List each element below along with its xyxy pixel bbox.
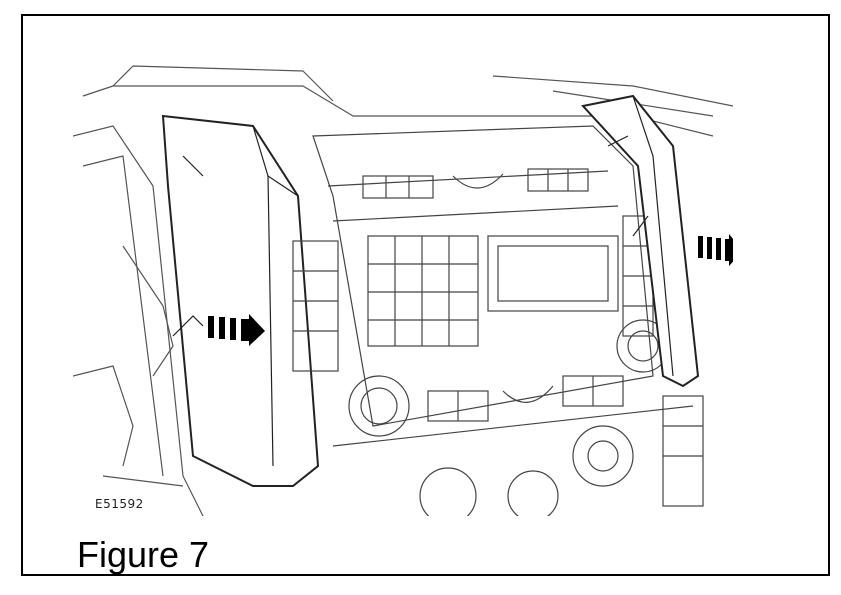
figure-caption: Figure 7 xyxy=(77,534,210,575)
left-a-pillar xyxy=(73,125,204,516)
figure-frame: E51592 Figure 7 xyxy=(21,14,830,576)
left-panel-removal-arrow xyxy=(208,314,265,346)
center-console xyxy=(292,125,704,516)
dashboard-trim-panel-drawing xyxy=(73,65,733,516)
right-panel-removal-arrow xyxy=(698,234,733,266)
image-reference-code: E51592 xyxy=(95,497,144,511)
right-trim-panel xyxy=(581,94,700,388)
left-trim-panel xyxy=(161,114,320,487)
